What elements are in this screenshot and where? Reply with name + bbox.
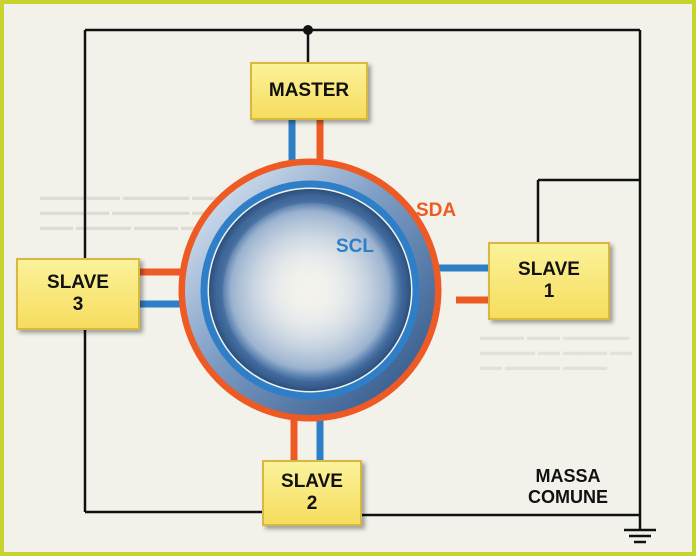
slave3-label: SLAVE <box>47 272 109 293</box>
ground-label-line1: MASSA <box>535 466 601 486</box>
ground-label: MASSA COMUNE <box>512 466 624 508</box>
slave2-label: SLAVE <box>281 471 343 492</box>
common-wire <box>83 28 642 517</box>
slave1-number: 1 <box>543 281 555 302</box>
ring-core <box>209 189 411 391</box>
ring-inner-shadow <box>217 197 407 387</box>
junction-dot <box>303 25 313 35</box>
ground-icon <box>624 515 656 544</box>
slave2-node: SLAVE 2 <box>262 460 362 526</box>
background-text-right: ▬▬▬▬ ▬▬▬ ▬▬▬▬▬▬▬▬▬▬▬ ▬▬ ▬▬▬▬ ▬▬▬▬ ▬▬▬▬▬ … <box>480 331 633 373</box>
background-text-left: ▬▬▬▬ ▬▬▬ ▬▬▬▬▬▬ ▬▬▬▬▬▬▬ ▬▬ ▬▬▬▬▬▬▬ ▬▬▬▬▬… <box>40 191 226 233</box>
slave1-stubs <box>436 264 488 304</box>
sda-ring <box>178 158 442 422</box>
sda-label: SDA <box>416 200 457 221</box>
scl-ring <box>200 180 420 400</box>
slave1-node: SLAVE 1 <box>488 242 610 320</box>
slave1-label: SLAVE <box>518 259 580 280</box>
ground-label-line2: COMUNE <box>528 487 608 507</box>
slave3-node: SLAVE 3 <box>16 258 140 330</box>
master-label: MASTER <box>268 80 350 101</box>
slave3-number: 3 <box>72 294 84 315</box>
scl-label: SCL <box>336 236 374 257</box>
slave2-number: 2 <box>306 493 318 514</box>
ring-tube-outer <box>185 165 435 415</box>
master-node: MASTER <box>250 62 368 120</box>
